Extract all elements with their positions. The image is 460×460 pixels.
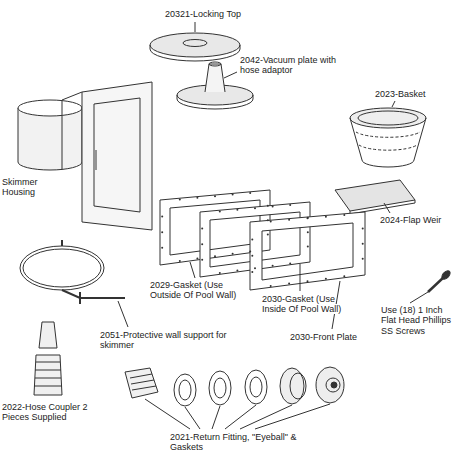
screw-hole [307, 246, 309, 248]
label-text: 2023-Basket [375, 89, 426, 99]
basket [350, 108, 426, 167]
screw-hole [307, 217, 309, 219]
part-label: Skimmer Housing [2, 177, 50, 198]
screw-hole [362, 258, 364, 260]
gaskets-front-plate [160, 190, 365, 290]
part-label: 2024-Flap Weir [380, 215, 456, 225]
screw-hole [251, 238, 253, 240]
label-text: 2024-Flap Weir [380, 215, 441, 225]
screw-hole [201, 259, 203, 261]
screw-hole [214, 255, 216, 257]
part-label: 2023-Basket [375, 89, 455, 99]
screw-hole [288, 219, 290, 221]
screw-hole [267, 234, 269, 236]
screw-hole [251, 255, 253, 257]
screw-hole [219, 272, 221, 274]
screw-hole [219, 210, 221, 212]
screw-hole [161, 216, 163, 218]
screw-hole [254, 267, 256, 269]
screw-hole [251, 271, 253, 273]
screw-hole [288, 283, 290, 285]
screw-hole [272, 206, 274, 208]
screw-hole [307, 217, 309, 219]
screw-hole [307, 280, 309, 282]
screw-hole [343, 214, 345, 216]
label-text: 2042-Vacuum plate with hose adaptor [240, 55, 336, 75]
screw-hole [236, 209, 238, 211]
part-label: 2030-Gasket (Use Inside Of Pool Wall) [262, 294, 342, 315]
screw-hole [254, 207, 256, 209]
skimmer-housing [18, 82, 152, 230]
screw-hole [179, 260, 181, 262]
screw-hole [201, 228, 203, 230]
screw-hole [214, 195, 216, 197]
part-label: 2030-Front Plate [290, 332, 375, 342]
screw-hole [179, 198, 181, 200]
label-text: 2029-Gasket (Use Outside Of Pool Wall) [150, 280, 236, 300]
locking-top [150, 33, 240, 61]
screw-hole [161, 247, 163, 249]
screw-hole [362, 228, 364, 230]
label-text: 2030-Front Plate [290, 332, 357, 342]
return-fitting [125, 367, 344, 406]
label-text: 20321-Locking Top [165, 9, 241, 19]
screw-hole [196, 197, 198, 199]
screw-hole [289, 262, 291, 264]
screw-hole [267, 219, 269, 221]
screw-hole [270, 285, 272, 287]
screw-hole [249, 192, 251, 194]
screw-hole [196, 258, 198, 260]
screw-hole [272, 265, 274, 267]
screw-hole [267, 205, 269, 207]
label-text: 2021-Return Fitting, "Eyeball" & Gaskets [170, 432, 296, 452]
screw [428, 269, 452, 292]
label-text: 2051-Protective wall support for skimmer [100, 330, 227, 350]
leader-lines [118, 22, 428, 429]
label-text: 2022-Hose Coupler 2 Pieces Supplied [2, 402, 88, 422]
part-label: Use (18) 1 Inch Flat Head Phillips SS Sc… [381, 305, 457, 336]
screw-hole [249, 250, 251, 252]
screw-hole [270, 220, 272, 222]
hose-coupler [34, 322, 62, 395]
label-text: Skimmer Housing [2, 177, 38, 197]
screw-hole [201, 243, 203, 245]
part-label: 2022-Hose Coupler 2 Pieces Supplied [2, 402, 92, 423]
part-label: 2051-Protective wall support for skimmer [100, 330, 250, 351]
screw-hole [232, 194, 234, 196]
screw-hole [362, 243, 364, 245]
screw-hole [325, 278, 327, 280]
screw-hole [343, 275, 345, 277]
screw-hole [325, 216, 327, 218]
part-label: 2021-Return Fitting, "Eyeball" & Gaskets [170, 432, 330, 453]
screw-hole [236, 270, 238, 272]
screw-hole [161, 231, 163, 233]
label-text: 2030-Gasket (Use Inside Of Pool Wall) [262, 294, 341, 314]
screw-hole [289, 204, 291, 206]
screw-hole [307, 231, 309, 233]
wall-support [20, 240, 125, 304]
label-text: Use (18) 1 Inch Flat Head Phillips SS Sc… [381, 305, 451, 336]
screw-hole [232, 253, 234, 255]
part-label: 20321-Locking Top [165, 9, 285, 19]
part-label: 2029-Gasket (Use Outside Of Pool Wall) [150, 280, 240, 301]
flap-weir [335, 180, 415, 214]
part-label: 2042-Vacuum plate with hose adaptor [240, 55, 345, 76]
